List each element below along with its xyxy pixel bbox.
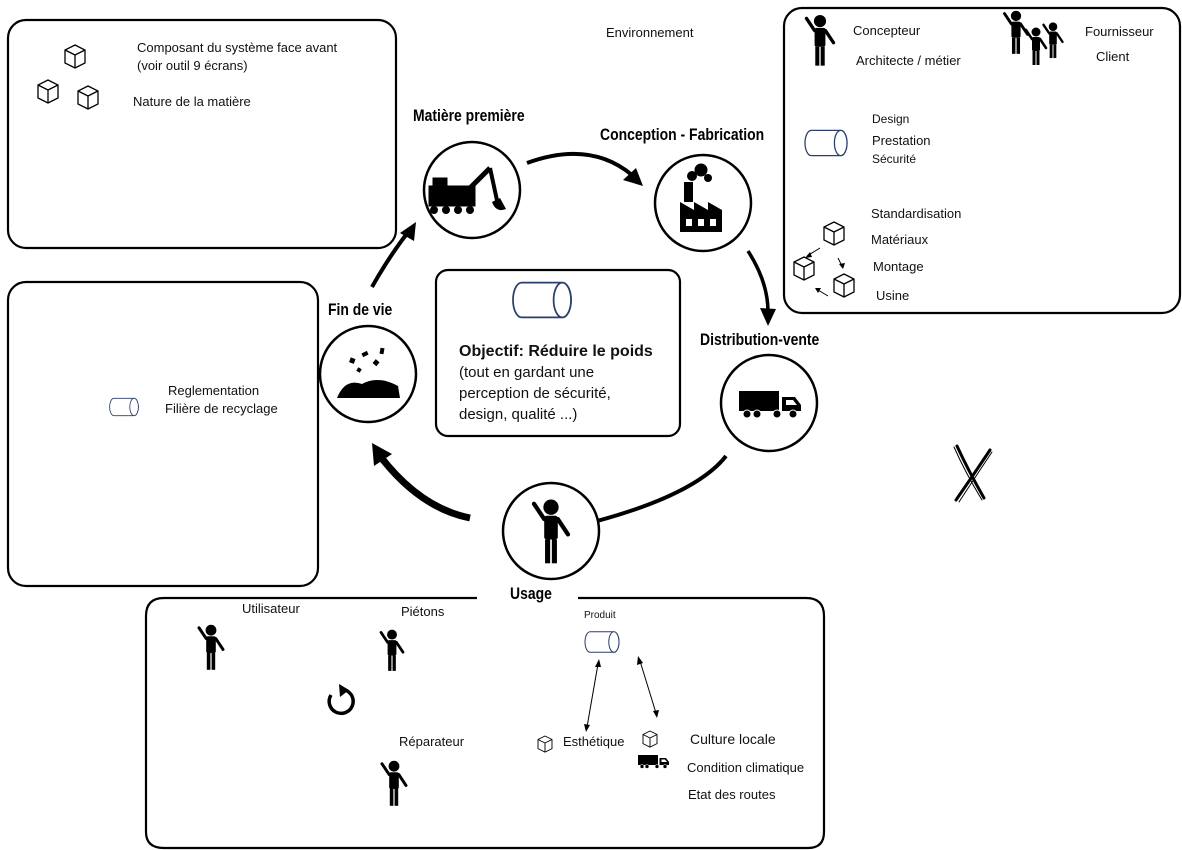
climat-label: Condition climatique	[687, 760, 805, 775]
objectif-line-1: (tout en gardant une	[459, 364, 595, 381]
client-label: Client	[1096, 49, 1130, 64]
esthetique-cube-icon	[537, 735, 553, 753]
culture-label: Culture locale	[690, 731, 776, 747]
objectif-line-2: perception de sécurité,	[459, 385, 611, 402]
landfill-icon	[337, 347, 400, 398]
prestation-label: Prestation	[872, 133, 931, 148]
matiere-line-3: Nature de la matière	[133, 94, 251, 109]
fin-de-vie-circle	[318, 324, 418, 424]
refresh-icon	[327, 684, 355, 716]
usage-box	[144, 596, 826, 850]
architecte-label: Architecte / métier	[856, 53, 961, 68]
stage-label-fin-de-vie: Fin de vie	[328, 300, 393, 319]
matiere-box	[6, 18, 398, 250]
environment-label: Environnement	[606, 25, 694, 40]
fournisseur-person-icon	[1003, 9, 1029, 56]
utilisateur-label: Utilisateur	[242, 601, 300, 616]
matiere-line-2: (voir outil 9 écrans)	[137, 58, 248, 73]
x-mark	[953, 444, 993, 503]
design-cylinder-icon	[804, 129, 848, 157]
produit-label: Produit	[584, 610, 616, 621]
fin-de-vie-box	[6, 280, 320, 588]
stage-label-matiere: Matière première	[413, 106, 525, 125]
materiaux-label: Matériaux	[871, 232, 929, 247]
produit-cylinder-icon	[584, 631, 620, 653]
recycling-cylinder-icon	[109, 397, 139, 417]
fournisseur-label: Fournisseur	[1085, 24, 1154, 39]
client-person-icon	[1024, 26, 1048, 67]
utilisateur-person-icon	[197, 623, 225, 672]
pieton-person-icon	[379, 628, 405, 673]
objectif-line-3: design, qualité ...)	[459, 406, 578, 423]
concepteur-person-icon	[804, 13, 836, 68]
matiere-line-1: Composant du système face avant	[137, 40, 338, 55]
material-cubes-icon	[37, 44, 99, 110]
design-label: Design	[872, 112, 910, 126]
reparateur-label: Réparateur	[399, 734, 465, 749]
objectif-box	[434, 268, 682, 438]
excavator-icon	[428, 166, 506, 214]
securite-label: Sécurité	[872, 152, 917, 166]
usine-label: Usine	[876, 288, 910, 303]
conception-circle	[653, 153, 753, 253]
objectif-title: Objectif: Réduire le poids	[459, 343, 653, 360]
routes-truck-icon	[637, 754, 670, 769]
standard-cubes-icon	[793, 221, 855, 298]
objectif-cylinder-icon	[512, 281, 572, 319]
factory-icon	[680, 163, 722, 232]
standardisation-label: Standardisation	[871, 206, 962, 221]
concepteur-label: Concepteur	[853, 23, 921, 38]
reparateur-person-icon	[380, 759, 408, 808]
culture-cube-icon	[642, 730, 658, 748]
esthetique-label: Esthétique	[563, 734, 625, 749]
recyclage-label: Filière de recyclage	[165, 401, 278, 416]
routes-label: Etat des routes	[688, 787, 776, 802]
produit-arrows	[584, 656, 659, 732]
stage-label-distribution: Distribution-vente	[700, 330, 820, 349]
pietons-label: Piétons	[401, 604, 445, 619]
stage-label-conception: Conception - Fabrication	[600, 125, 765, 144]
stage-label-usage: Usage	[510, 584, 552, 603]
client-person-icon-2	[1042, 21, 1064, 60]
montage-label: Montage	[873, 259, 924, 274]
conception-box	[782, 6, 1182, 315]
reglementation-label: Reglementation	[168, 383, 260, 398]
